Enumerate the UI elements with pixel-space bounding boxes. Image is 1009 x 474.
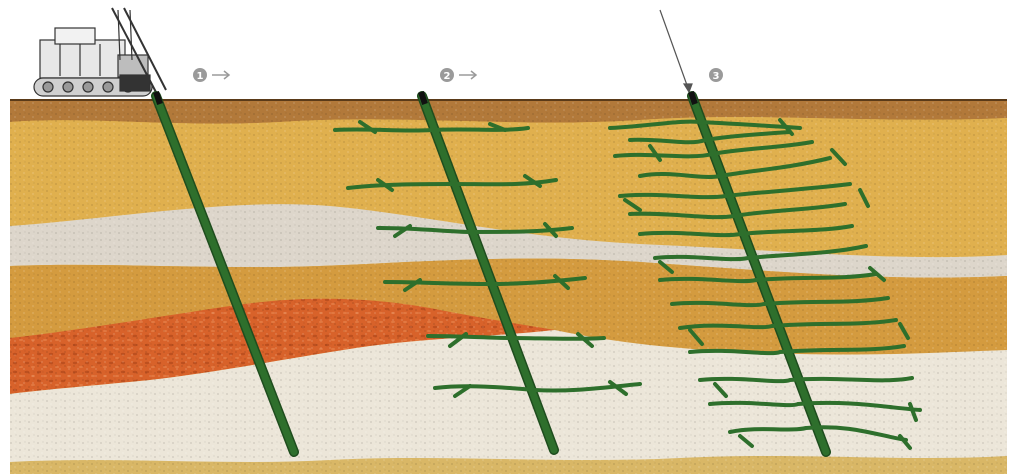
step-3-number: 3 (713, 71, 720, 82)
soil-texture (10, 100, 1007, 474)
step-marker-3: 3 (709, 68, 723, 82)
step-2-number: 2 (444, 71, 451, 82)
soil-strata (10, 100, 1007, 474)
step-1-number: 1 (197, 71, 204, 82)
